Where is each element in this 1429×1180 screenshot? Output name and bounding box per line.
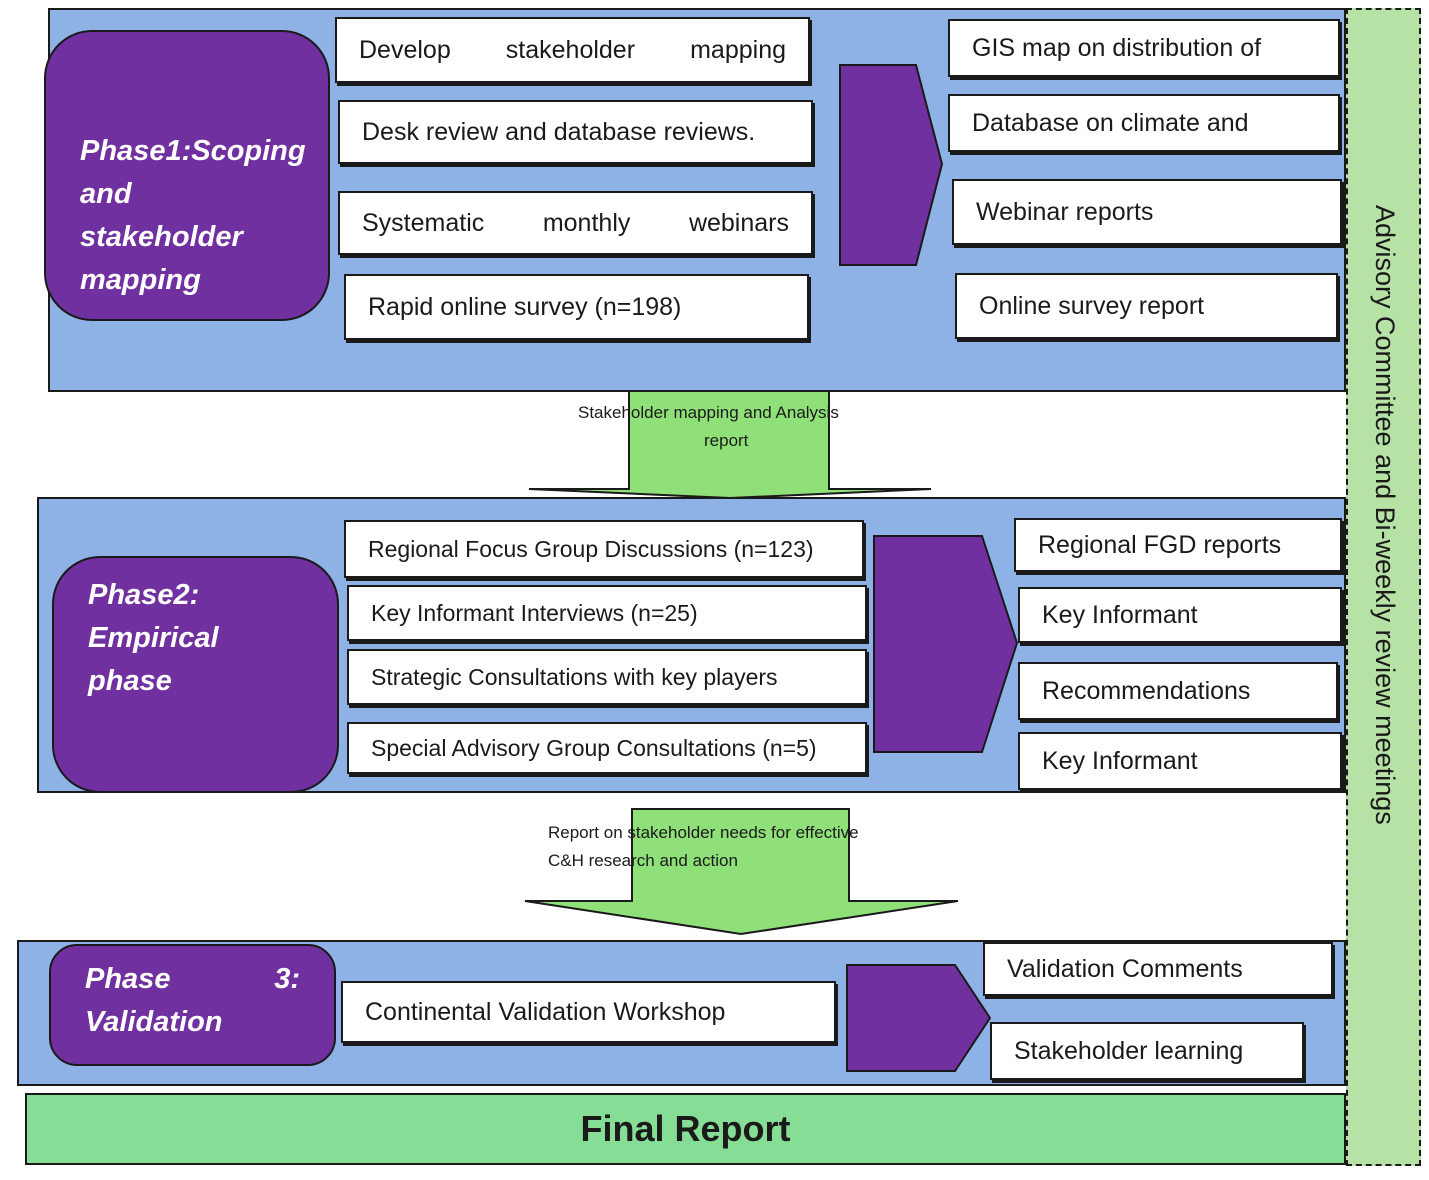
phase1-activity-1: Develop stakeholder mapping xyxy=(335,17,810,83)
arrow1-label-line2: report xyxy=(704,431,749,450)
flow-arrow-2 xyxy=(524,808,959,936)
phase3-activity-1: Continental Validation Workshop xyxy=(341,981,836,1043)
phase3-label: Phase 3: Validation xyxy=(49,944,336,1066)
phase1-output-2: Database on climate and xyxy=(948,94,1340,152)
phase2-activity-2: Key Informant Interviews (n=25) xyxy=(347,585,867,641)
phase3-chevron xyxy=(846,964,992,1072)
phase3-output-2: Stakeholder learning xyxy=(990,1022,1304,1080)
phase1-label: Phase1:Scoping and stakeholder mapping xyxy=(44,30,330,321)
phase1-activity-3: Systematic monthly webinars xyxy=(338,191,813,255)
flow-arrow-1 xyxy=(528,389,932,500)
arrow1-label-line1: Stakeholder mapping and Analysis xyxy=(578,403,839,422)
phase1-label-text: Phase1:Scoping and stakeholder mapping xyxy=(80,135,306,296)
phase2-output-2: Key Informant xyxy=(1018,587,1342,643)
advisory-committee-panel xyxy=(1346,8,1421,1166)
final-report-label: Final Report xyxy=(580,1108,791,1149)
arrow2-label-line1: Report on stakeholder needs for effectiv… xyxy=(548,823,859,842)
phase1-chevron xyxy=(839,64,944,266)
final-report-bar: Final Report xyxy=(25,1093,1346,1165)
phase1-output-4: Online survey report xyxy=(955,273,1338,339)
phase2-output-4: Key Informant xyxy=(1018,732,1342,790)
phase2-label-text: Phase2: Empirical phase xyxy=(88,579,219,697)
arrow2-label-line2: C&H research and action xyxy=(548,851,738,870)
phase2-label: Phase2: Empirical phase xyxy=(52,556,339,793)
phase2-activity-1: Regional Focus Group Discussions (n=123) xyxy=(344,520,864,578)
phase2-activity-4: Special Advisory Group Consultations (n=… xyxy=(347,722,867,774)
phase1-output-1: GIS map on distribution of xyxy=(948,19,1340,77)
phase2-activity-3: Strategic Consultations with key players xyxy=(347,649,867,705)
phase3-output-1: Validation Comments xyxy=(983,942,1333,996)
phase1-output-3: Webinar reports xyxy=(952,179,1342,245)
phase1-activity-2: Desk review and database reviews. xyxy=(338,100,813,164)
phase2-chevron xyxy=(873,535,1019,753)
phase2-output-1: Regional FGD reports xyxy=(1014,518,1342,572)
phase3-label-text: Phase 3: Validation xyxy=(85,963,300,1038)
phase2-output-3: Recommendations xyxy=(1018,662,1338,720)
phase1-activity-4: Rapid online survey (n=198) xyxy=(344,274,809,340)
